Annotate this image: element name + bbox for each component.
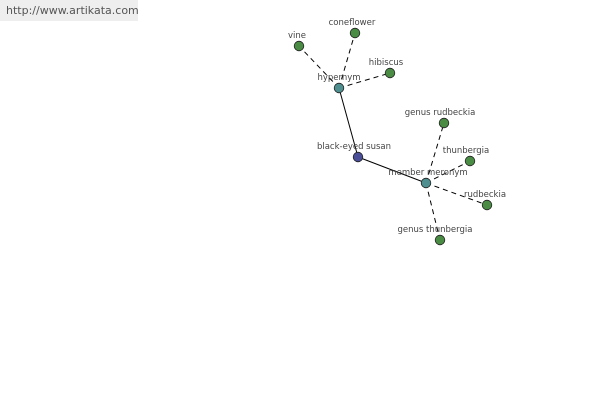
node-label-rudbeckia: rudbeckia bbox=[464, 190, 506, 200]
node-dot-genus-rudbeckia[interactable] bbox=[438, 117, 450, 129]
edge-member-meronym-to-genus-rudbeckia bbox=[425, 122, 445, 184]
node-label-coneflower: coneflower bbox=[329, 18, 376, 28]
node-hibiscus[interactable]: hibiscus bbox=[369, 58, 404, 79]
node-label-member-meronym: member meronym bbox=[388, 168, 467, 178]
node-label-genus-thunbergia: genus thunbergia bbox=[398, 225, 473, 235]
edges-layer bbox=[298, 32, 488, 241]
node-thunbergia[interactable]: thunbergia bbox=[443, 146, 489, 167]
edge-hypernym-to-coneflower bbox=[338, 32, 356, 89]
node-label-hibiscus: hibiscus bbox=[369, 58, 404, 68]
nodes-layer: black-eyed susan hypernym member meronym vi… bbox=[288, 18, 506, 246]
edge-member-meronym-to-thunbergia bbox=[425, 160, 471, 184]
node-label-vine: vine bbox=[288, 31, 306, 41]
node-member-meronym[interactable]: member meronym bbox=[388, 168, 468, 189]
node-coneflower[interactable]: coneflower bbox=[329, 18, 376, 39]
edge-hypernym-to-vine bbox=[298, 45, 340, 89]
node-dot-thunbergia[interactable] bbox=[464, 155, 476, 167]
node-rudbeckia[interactable]: rudbeckia bbox=[464, 190, 506, 211]
node-hypernym[interactable]: hypernym bbox=[317, 73, 361, 94]
edge-member-meronym-to-rudbeckia bbox=[425, 182, 488, 206]
node-dot-rudbeckia[interactable] bbox=[481, 199, 493, 211]
node-dot-vine[interactable] bbox=[293, 40, 305, 52]
node-label-hypernym: hypernym bbox=[317, 73, 360, 83]
node-dot-root[interactable] bbox=[352, 151, 364, 163]
node-label-genus-rudbeckia: genus rudbeckia bbox=[405, 108, 476, 118]
edge-root-to-member-meronym bbox=[357, 156, 427, 184]
node-label-thunbergia: thunbergia bbox=[443, 146, 489, 156]
source-url-link[interactable]: http://www.artikata.com bbox=[0, 0, 139, 21]
edge-member-meronym-to-genus-thunbergia bbox=[425, 182, 441, 241]
node-dot-hypernym[interactable] bbox=[333, 82, 345, 94]
node-dot-hibiscus[interactable] bbox=[384, 67, 396, 79]
node-root[interactable]: black-eyed susan bbox=[317, 142, 391, 163]
edge-root-to-hypernym bbox=[338, 87, 359, 158]
node-dot-member-meronym[interactable] bbox=[420, 177, 432, 189]
node-vine[interactable]: vine bbox=[288, 31, 306, 52]
node-dot-coneflower[interactable] bbox=[349, 27, 361, 39]
node-genus-rudbeckia[interactable]: genus rudbeckia bbox=[405, 108, 476, 129]
node-dot-genus-thunbergia[interactable] bbox=[434, 234, 446, 246]
node-genus-thunbergia[interactable]: genus thunbergia bbox=[398, 225, 473, 246]
node-label-root: black-eyed susan bbox=[317, 142, 391, 152]
